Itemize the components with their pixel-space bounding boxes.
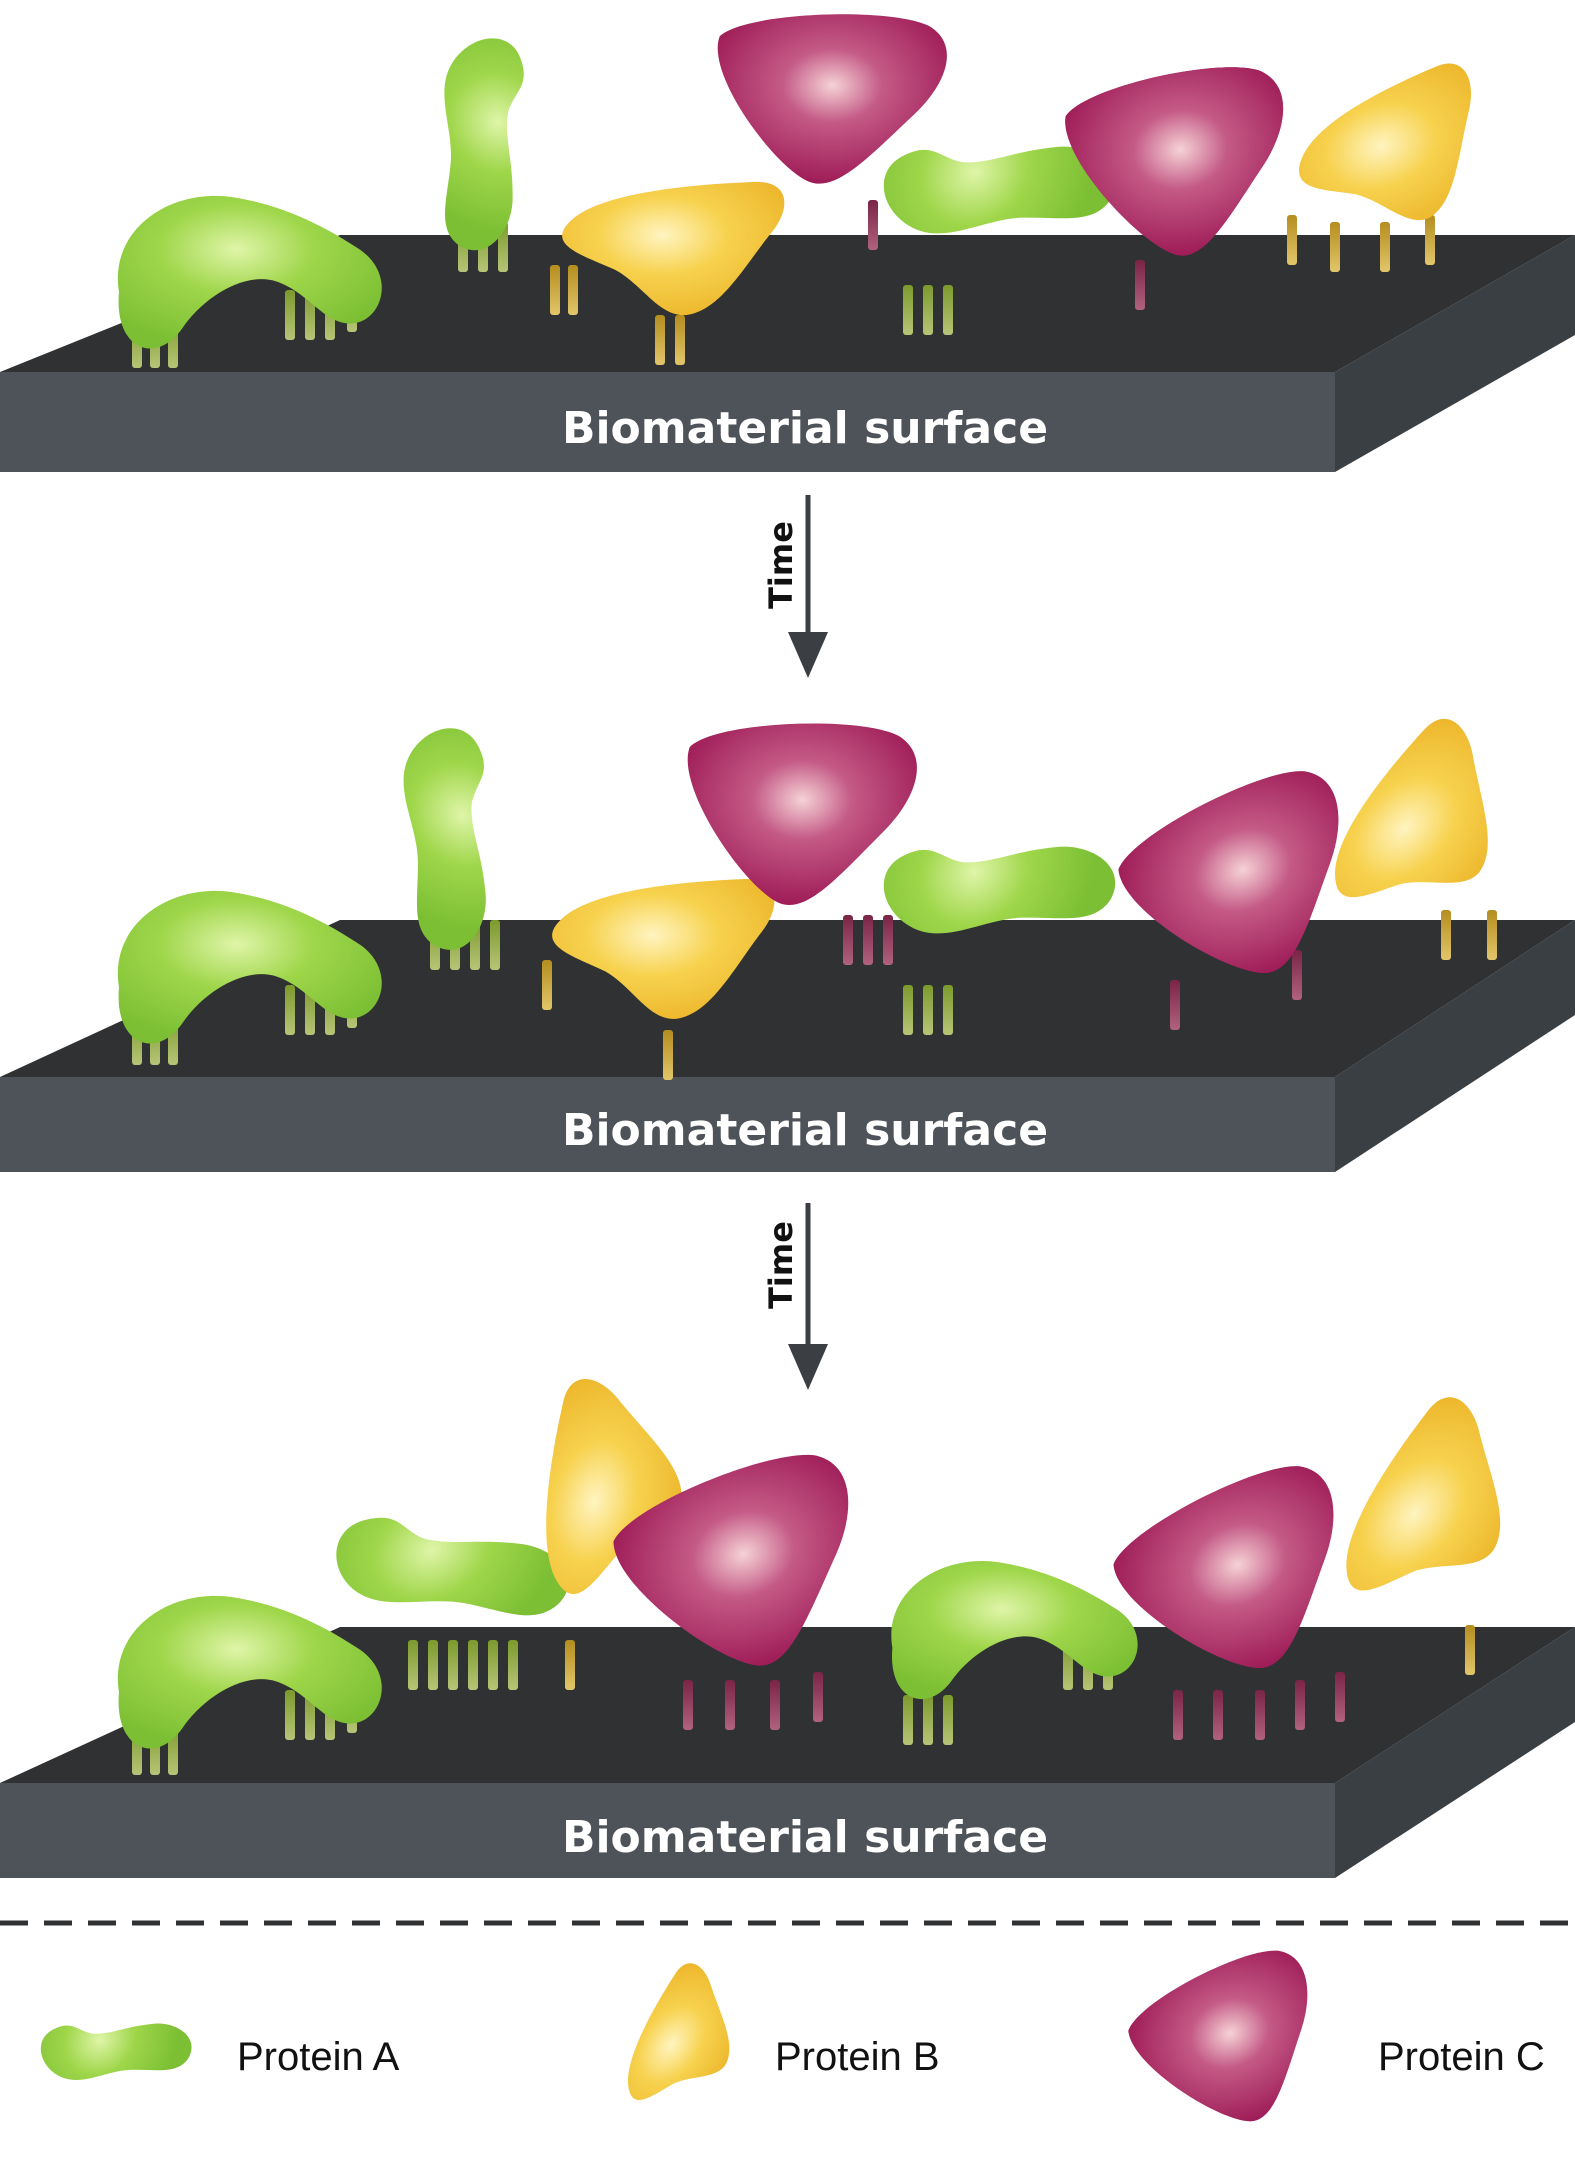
biomaterial-slab: Biomaterial surface <box>0 920 1575 1172</box>
surface-label: Biomaterial surface <box>562 1105 1048 1156</box>
panel-1: Biomaterial surface <box>0 14 1575 472</box>
biomaterial-slab: Biomaterial surface <box>0 235 1575 472</box>
panel-3: Biomaterial surface <box>0 1374 1575 1878</box>
legend-label: Protein A <box>237 2035 400 2079</box>
legend-label: Protein B <box>775 2035 940 2079</box>
slab-top <box>0 920 1575 1077</box>
slab-front <box>0 372 1335 472</box>
panel-2: Biomaterial surface <box>0 710 1575 1172</box>
legend-label: Protein C <box>1378 2035 1545 2079</box>
time-label: Time <box>762 1221 800 1309</box>
legend: Protein A Protein B Protein C <box>31 1934 1545 2155</box>
slab-side <box>1335 920 1575 1172</box>
time-arrow: Time <box>762 1203 828 1390</box>
time-label: Time <box>762 521 800 609</box>
surface-label: Biomaterial surface <box>562 403 1048 454</box>
slab-top <box>0 235 1575 372</box>
legend-item-protein-c: Protein C <box>1118 1934 1545 2155</box>
time-arrow: Time <box>762 495 828 678</box>
legend-item-protein-a: Protein A <box>31 1965 400 2132</box>
slab-front <box>0 1077 1335 1172</box>
biomaterial-slab: Biomaterial surface <box>0 1627 1575 1878</box>
slab-side <box>1335 235 1575 472</box>
slab-side <box>1335 1627 1575 1878</box>
slab-front <box>0 1783 1335 1878</box>
legend-item-protein-b: Protein B <box>603 1957 940 2131</box>
slab-top <box>0 1627 1575 1783</box>
surface-label: Biomaterial surface <box>562 1812 1048 1863</box>
